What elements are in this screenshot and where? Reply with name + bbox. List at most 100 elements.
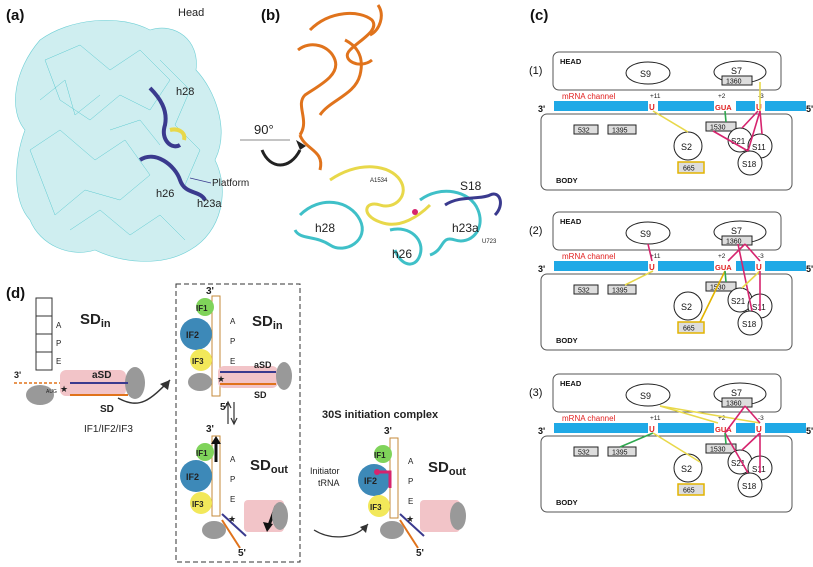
panel-a: (a) Head h28 h26 h23a Platform 90° [6,7,306,262]
asd-complex [399,513,425,537]
a-label-in: A [230,317,236,326]
if1-label-out: IF1 [196,449,208,458]
sdin-title: SDin [80,311,111,330]
end3-complex: 3' [384,426,392,437]
s11-label: S11 [752,143,766,152]
head-label: HEAD [560,57,582,66]
r1395-label: 1395 [612,450,628,457]
channel-label: mRNA channel [562,92,616,101]
pos-11: +11 [650,415,661,422]
head-label: HEAD [560,379,582,388]
label-h26-b: h26 [392,247,412,261]
site-gua: GUA [715,103,732,112]
label-s18: S18 [460,179,482,193]
sd-complex [399,519,419,549]
r532-label: 532 [578,450,590,457]
label-u723: U723 [482,239,497,245]
mrna-channel-bar [554,423,806,433]
sd-label-in: SD [254,390,267,400]
blob-left-in [188,373,212,391]
s11-label: S11 [752,465,766,474]
head-rna-orange [297,4,383,171]
s2-label: S2 [681,142,692,152]
mrna-stem-in [211,295,221,397]
s18-label: S18 [742,482,757,491]
panel-c-label: (c) [530,7,548,24]
p-label-out: P [230,475,235,484]
contact-gua-665 [699,270,726,323]
r665-box [677,483,705,496]
contact-u-s21 [741,432,761,451]
s9-label: S9 [640,229,651,239]
initiator-arrowhead [360,524,368,533]
pos-m3: -3 [758,415,764,422]
site-box [35,297,53,317]
site-gua-box [714,423,736,433]
rotation-label: 90° [254,122,274,137]
contact-s18-1530 [712,130,749,152]
site-p-label: P [56,339,61,348]
site-box-p [35,333,53,353]
contact-gua-1530 [724,270,727,283]
contact-u-s18 [747,110,761,152]
site-u-box [648,423,658,433]
s7-label: S7 [731,388,742,398]
r1395-box [607,284,637,295]
if1-label-complex: IF1 [374,451,386,460]
r1395-box [607,124,637,135]
end3-label: 3' [14,370,21,380]
site-u-right-box [755,423,765,433]
if2-label-complex: IF2 [364,476,377,486]
if3-label-out: IF3 [192,500,204,509]
r1360-box [721,397,753,408]
end3-in: 3' [206,286,214,297]
channel-label: mRNA channel [562,252,616,261]
complex-title: 30S initiation complex [322,409,439,421]
if2-label-out: IF2 [186,472,199,482]
stage-sdout-with-ifs: 3' A P E IF1 IF2 IF3 SDout ★ 5' [180,424,288,559]
ribosome-30s-cloud [15,19,223,262]
r1360-box [721,235,753,246]
body-box [540,273,793,351]
s21-label: S21 [731,137,746,146]
end5-complex: 5' [416,548,424,559]
start-star: ★ [60,384,68,394]
sd-out [221,519,241,549]
sdout-title-complex: SDout [428,459,466,478]
trna-label: tRNA [318,478,340,488]
s21-label: S21 [731,459,746,468]
r532-box [573,284,599,295]
r532-label: 532 [578,288,590,295]
sd-region-complex [420,500,460,532]
sdin-title-box: SDin [252,313,283,332]
down-arrowhead-out [263,522,273,532]
panel-d: (d) A P E SDin 3' aSD SD ★ AUG IF1/IF2/I [6,283,466,563]
label-h23a-b: h23a [452,221,479,235]
contact-s9-u [647,243,653,262]
body-box [540,113,793,191]
panel-d-label: (d) [6,285,25,302]
s9-ellipse [625,383,671,407]
aug-codon: AUG [46,389,57,395]
if3-circle-out [190,492,212,514]
r665-label: 665 [683,488,695,495]
r665-label: 665 [683,166,695,173]
star-out: ★ [228,514,236,524]
site-u-right: U [756,263,762,272]
site-u-box [648,101,658,111]
stage-sdin-with-ifs: 3' A P E IF1 IF2 IF3 SDin aSD SD ★ 5' [180,286,292,413]
contact-u-s11 [759,110,763,135]
helices-cyan [293,189,482,266]
head-label: HEAD [560,217,582,226]
contact-s7-u [744,243,761,262]
state-label: (3) [529,387,542,399]
label-a1534: A1534 [370,178,388,184]
body-label: BODY [556,176,578,185]
contact-gua-s18 [724,432,749,474]
s7-label: S7 [731,66,742,76]
r532-label: 532 [578,128,590,135]
blob-right-out [272,502,288,530]
end3-label: 3' [538,104,545,114]
s7-label: S7 [731,226,742,236]
